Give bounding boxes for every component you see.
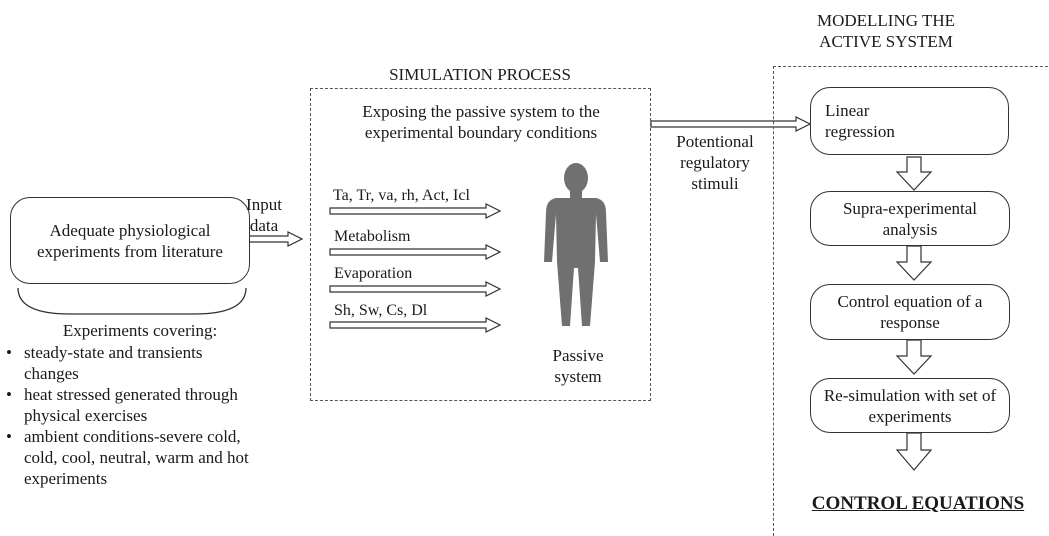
resimulation-label: Re-simulation with set of experiments [823,385,997,426]
human-figure-icon [544,163,608,326]
down-arrow-2 [895,245,933,281]
passive-system-label: Passive system [552,346,604,386]
stimulus-label-2: Metabolism [334,228,411,245]
linear-regression-box: Linear regression [810,87,1009,155]
stimulus-arrow-1 [329,203,502,219]
literature-box-text: Adequate physiological experiments from … [37,220,223,261]
active-system-frame [773,66,1049,536]
stimulus-label-1: Ta, Tr, va, rh, Act, Icl [333,187,470,204]
control-equation-label: Control equation of a response [837,292,983,332]
experiments-list: steady-state and transients changes heat… [6,342,254,489]
list-item: heat stressed generated through physical… [6,384,254,426]
stimulus-arrow-3 [329,281,502,297]
supra-experimental-label: Supra-experimental analysis [842,198,978,239]
stimulus-label-3: Evaporation [334,265,413,282]
linear-regression-label: Linear regression [825,101,895,141]
stimulus-arrow-4 [329,317,502,333]
simulation-process-frame [310,88,651,401]
supra-experimental-box: Supra-experimental analysis [810,191,1010,246]
potential-arrow [650,116,812,132]
stimulus-label-4: Sh, Sw, Cs, Dl [334,302,428,319]
simulation-title: SIMULATION PROCESS [389,65,571,84]
resimulation-box: Re-simulation with set of experiments [810,378,1010,433]
list-item: ambient conditions-severe cold, cold, co… [6,426,254,489]
input-arrow [243,231,304,247]
bracket-brace [17,287,247,315]
down-arrow-4 [895,432,933,471]
exposing-text: Exposing the passive system to the exper… [362,102,600,142]
control-equations-output: CONTROL EQUATIONS [811,493,1025,514]
active-system-title: MODELLING THE ACTIVE SYSTEM [816,11,956,51]
potential-stimuli-label: Potentional regulatory stimuli [676,132,754,193]
control-equation-box: Control equation of a response [810,284,1010,340]
input-data-label: Input data [246,195,282,235]
down-arrow-3 [895,339,933,375]
literature-box: Adequate physiological experiments from … [10,197,250,284]
stimulus-arrow-2 [329,244,502,260]
down-arrow-1 [895,156,933,191]
list-item: steady-state and transients changes [6,342,254,384]
experiments-covering-title: Experiments covering: [62,321,218,340]
